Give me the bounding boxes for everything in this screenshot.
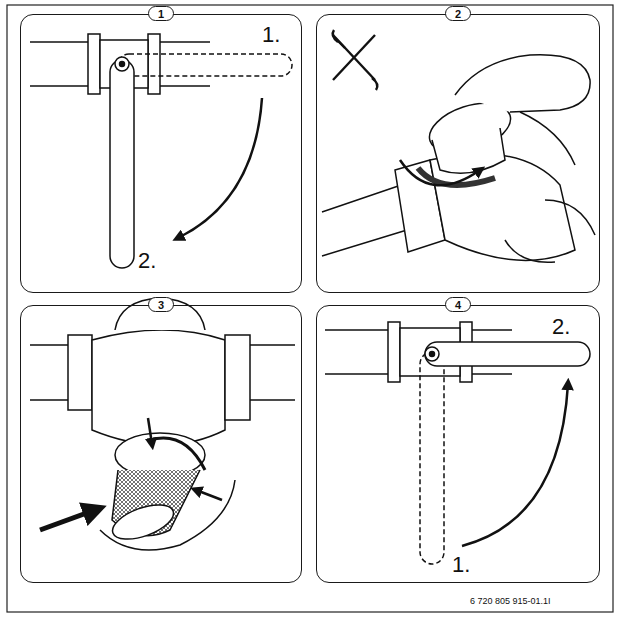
step-panel: 3 — [20, 305, 302, 583]
step-label: 1. — [262, 22, 280, 48]
step-label: 2. — [552, 314, 570, 340]
step-number: 4 — [445, 297, 471, 312]
figure-code: 6 720 805 915-01.1I — [470, 596, 551, 606]
strainer-cleaning — [30, 298, 295, 550]
step-label: 2. — [138, 248, 156, 274]
valve-closing — [30, 34, 292, 268]
valve-opening — [325, 322, 590, 564]
step-label: 1. — [452, 552, 470, 578]
outer-frame — [7, 5, 613, 612]
cap-unscrewing — [322, 30, 595, 262]
step-panel: 4 — [316, 305, 600, 583]
step-number: 2 — [445, 6, 471, 21]
step-panel: 2 — [316, 14, 600, 293]
step-panel: 1 — [20, 14, 302, 293]
step-number: 3 — [148, 297, 174, 312]
step-number: 1 — [148, 6, 174, 21]
